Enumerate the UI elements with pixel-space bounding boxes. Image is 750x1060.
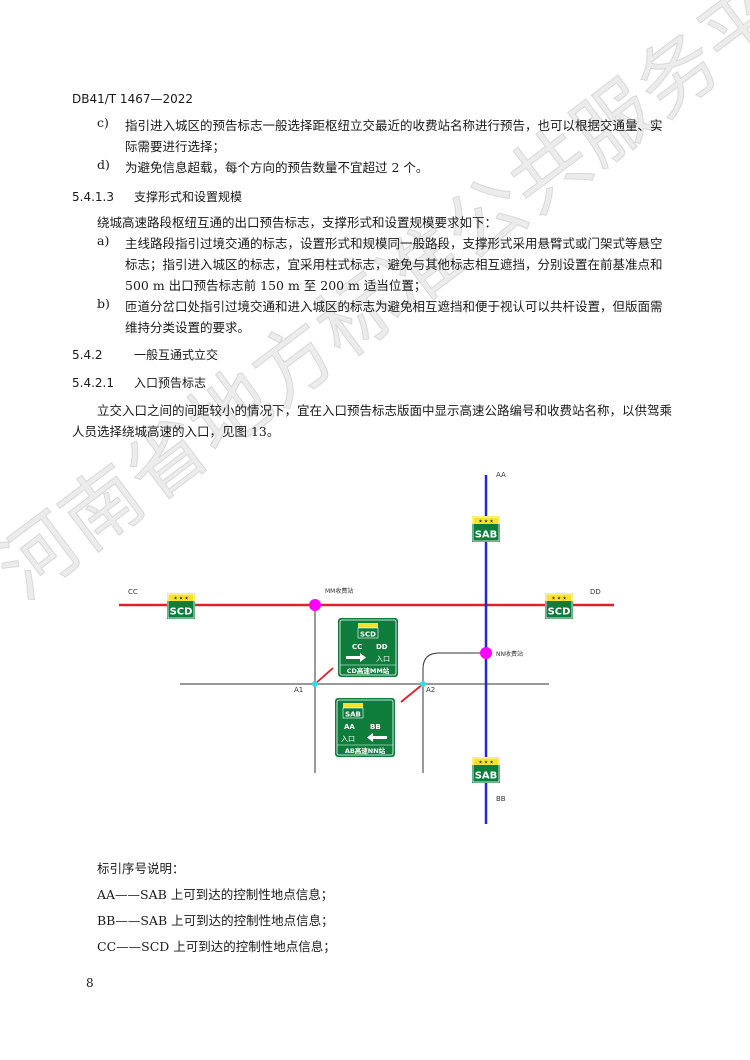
- list-text: 指引进入城区的预告标志一般选择距枢纽立交最近的收费站名称进行预告，也可以根据交通…: [125, 118, 663, 154]
- svg-text:SCD: SCD: [360, 631, 376, 639]
- label-station-nn: NN收费站: [496, 650, 523, 658]
- interchange-diagram: AA BB CC DD A1 A2 MM收费站 NN收费站 ★ ★ ★ SAB …: [119, 471, 614, 824]
- list-text: 为避免信息超载，每个方向的预告数量不宜超过 2 个。: [125, 160, 429, 175]
- section-number: 5.4.2.1: [72, 376, 114, 390]
- list-item-a: a) 主线路段指引过境交通的标志，设置形式和规模同一般路段，支撑形式采用悬臂式或…: [97, 233, 667, 296]
- label-bb: BB: [496, 795, 506, 803]
- section-number: 5.4.1.3: [72, 190, 114, 204]
- list-marker: c): [97, 115, 109, 130]
- arrow-right-icon: [346, 653, 366, 662]
- node-a1: [312, 681, 318, 687]
- shield-scd-left: ★ ★ ★ SCD: [167, 593, 195, 619]
- label-dd: DD: [590, 588, 601, 596]
- svg-text:入口: 入口: [376, 655, 390, 663]
- section-heading-5413: 5.4.1.3 支撑形式和设置规模: [72, 188, 242, 205]
- section-heading-542: 5.4.2 一般互通式立交: [72, 346, 218, 363]
- label-a1: A1: [294, 686, 303, 694]
- svg-text:DD: DD: [376, 643, 388, 651]
- shield-scd-right: ★ ★ ★ SCD: [545, 593, 573, 619]
- station-mm-marker: [309, 599, 321, 611]
- svg-text:AA: AA: [344, 723, 355, 731]
- station-nn-marker: [480, 647, 492, 659]
- label-a2: A2: [426, 686, 435, 694]
- svg-text:SCD: SCD: [170, 607, 193, 618]
- label-aa: AA: [496, 471, 506, 479]
- shield-sab-top: ★ ★ ★ SAB: [472, 516, 500, 542]
- guide-sign-scd: SCD CC DD 入口 CD高速MM站: [338, 618, 398, 677]
- svg-text:CC: CC: [352, 643, 362, 651]
- legend-item: AA——SAB 上可到达的控制性地点信息；: [97, 887, 334, 902]
- svg-text:★ ★ ★: ★ ★ ★: [479, 519, 494, 525]
- connector-a1: [314, 667, 334, 685]
- ramp-curve: [422, 652, 486, 670]
- section-title: 一般互通式立交: [134, 348, 219, 362]
- svg-text:★ ★ ★: ★ ★ ★: [552, 596, 567, 602]
- svg-text:★ ★ ★: ★ ★ ★: [174, 596, 189, 602]
- list-item-c: c) 指引进入城区的预告标志一般选择距枢纽立交最近的收费站名称进行预告，也可以根…: [97, 115, 667, 157]
- list-text: 主线路段指引过境交通的标志，设置形式和规模同一般路段，支撑形式采用悬臂式或门架式…: [125, 236, 663, 293]
- list-item-b: b) 匝道分岔口处指引过境交通和进入城区的标志为避免相互遮挡和便于视认可以共杆设…: [97, 296, 667, 338]
- list-text: 匝道分岔口处指引过境交通和进入城区的标志为避免相互遮挡和便于视认可以共杆设置，但…: [125, 299, 663, 335]
- svg-text:CD高速MM站: CD高速MM站: [347, 666, 390, 675]
- body-paragraph: 立交入口之间的间距较小的情况下，宜在入口预告标志版面中显示高速公路编号和收费站名…: [72, 403, 673, 439]
- svg-text:AB高速NN站: AB高速NN站: [345, 746, 386, 755]
- list-marker: d): [97, 157, 110, 172]
- section-title: 支撑形式和设置规模: [134, 190, 243, 204]
- guide-sign-sab: SAB AA BB 入口 AB高速NN站: [335, 698, 395, 757]
- svg-text:入口: 入口: [341, 735, 355, 743]
- section-title: 入口预告标志: [134, 376, 207, 390]
- svg-text:SAB: SAB: [475, 530, 498, 541]
- list-marker: b): [97, 296, 110, 311]
- legend-item: CC——SCD 上可到达的控制性地点信息；: [97, 939, 336, 954]
- arrow-left-icon: [367, 733, 387, 742]
- document-code: DB41/T 1467—2022: [72, 92, 194, 106]
- svg-text:BB: BB: [370, 723, 381, 731]
- connector-a2: [400, 683, 424, 703]
- list-marker: a): [97, 233, 110, 248]
- legend-item: BB——SAB 上可到达的控制性地点信息；: [97, 913, 334, 928]
- legend-title: 标引序号说明：: [97, 861, 185, 876]
- label-station-mm: MM收费站: [325, 587, 353, 595]
- section-number: 5.4.2: [72, 348, 103, 362]
- intro-paragraph: 绕城高速路段枢纽互通的出口预告标志，支撑形式和设置规模要求如下：: [97, 215, 498, 230]
- svg-text:★ ★ ★: ★ ★ ★: [479, 760, 494, 766]
- list-item-d: d) 为避免信息超载，每个方向的预告数量不宜超过 2 个。: [97, 157, 667, 178]
- label-cc: CC: [128, 588, 138, 596]
- shield-sab-bottom: ★ ★ ★ SAB: [472, 757, 500, 783]
- page-number: 8: [86, 976, 94, 990]
- node-a2: [420, 681, 426, 687]
- svg-text:SCD: SCD: [548, 607, 571, 618]
- svg-text:SAB: SAB: [475, 771, 498, 782]
- section-heading-5421: 5.4.2.1 入口预告标志: [72, 374, 206, 391]
- svg-text:SAB: SAB: [345, 711, 361, 719]
